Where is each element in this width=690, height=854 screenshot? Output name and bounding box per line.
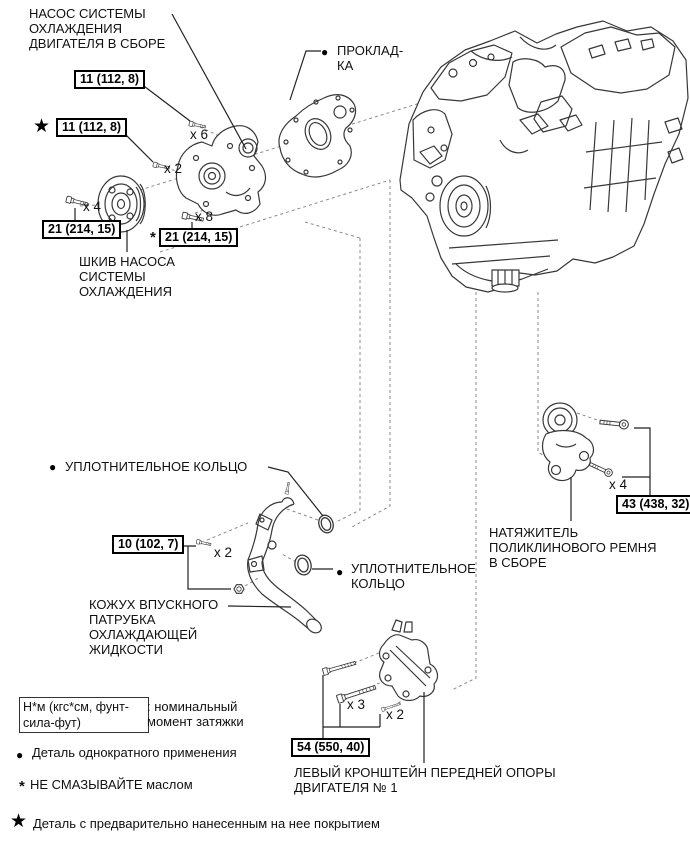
torque-spec-housing-bolt: 10 (102, 7) (112, 535, 185, 554)
qty-housing-bolts: x 2 (214, 545, 233, 560)
legend-torque-desc: : номинальный момент затяжки (147, 699, 244, 729)
asterisk-icon: * (150, 229, 156, 246)
qty-pump-long-bolts: x 8 (195, 209, 214, 224)
pump-assembly-label: НАСОС СИСТЕМЫ ОХЛАЖДЕНИЯ ДВИГАТЕЛЯ В СБО… (29, 6, 166, 51)
qty-tensioner-bolts: x 4 (609, 477, 628, 492)
star-icon: ★ (33, 116, 51, 137)
torque-spec-pump-stud-bolt: 11 (112, 8) (56, 118, 128, 137)
mount-bracket-drawing (378, 619, 439, 702)
torque-spec-pulley-bolt: 21 (214, 15) (42, 220, 122, 239)
belt-tensioner-drawing (541, 402, 595, 482)
bolt-icon (587, 460, 615, 479)
asterisk-icon: * (19, 778, 25, 795)
bolt-icon (195, 539, 212, 547)
oring-lower-drawing (294, 554, 312, 576)
tensioner-label: НАТЯЖИТЕЛЬ ПОЛИКЛИНОВОГО РЕМНЯ В СБОРЕ (489, 525, 657, 570)
nut-icon (233, 584, 245, 594)
legend-single-use: Деталь однократного применения (32, 745, 237, 760)
star-icon: ★ (10, 811, 28, 832)
engine-drawing (399, 20, 689, 293)
legend-torque-box: Н*м (кгс*см, фунт-сила-фут) (19, 697, 149, 733)
legend-precoated: Деталь с предварительно нанесенным на не… (33, 816, 380, 831)
gasket-drawing (278, 94, 357, 178)
bullet-icon: ● (16, 748, 24, 762)
inlet-housing-drawing (247, 481, 322, 634)
pump-pulley-label: ШКИВ НАСОСА СИСТЕМЫ ОХЛАЖДЕНИЯ (79, 254, 175, 299)
pump-pulley-drawing (97, 175, 146, 233)
torque-spec-pump-long-bolt: 21 (214, 15) (159, 228, 239, 247)
bullet-icon: ● (336, 565, 344, 579)
bullet-icon: ● (321, 45, 329, 59)
qty-bracket-bolts-a: x 3 (347, 697, 366, 712)
qty-pump-stud-bolts: x 2 (164, 161, 183, 176)
oring-lower-label: УПЛОТНИТЕЛЬНОЕ КОЛЬЦО (351, 561, 476, 591)
qty-pump-short-bolts: x 6 (190, 127, 209, 142)
gasket-label: ПРОКЛАД- КА (337, 43, 404, 73)
inlet-housing-label: КОЖУХ ВПУСКНОГО ПАТРУБКА ОХЛАЖДАЮЩЕЙ ЖИД… (89, 597, 219, 657)
torque-spec-bracket-bolt: 54 (550, 40) (291, 738, 371, 757)
torque-spec-pump-short-bolt: 11 (112, 8) (74, 70, 146, 89)
qty-pulley-bolts: x 4 (83, 199, 102, 214)
bolt-icon (598, 416, 630, 431)
qty-bracket-bolts-b: x 2 (386, 707, 405, 722)
water-pump-drawing (175, 125, 267, 216)
leader-lines (74, 13, 651, 763)
mount-bracket-label: ЛЕВЫЙ КРОНШТЕЙН ПЕРЕДНЕЙ ОПОРЫ ДВИГАТЕЛЯ… (294, 765, 556, 795)
bolt-icon (321, 659, 357, 676)
oring-upper-label: УПЛОТНИТЕЛЬНОЕ КОЛЬЦО (65, 459, 248, 474)
torque-spec-tensioner-bolt: 43 (438, 32) (616, 495, 690, 514)
oring-upper-drawing (318, 514, 334, 534)
bullet-icon: ● (49, 460, 57, 474)
legend-no-oil: НЕ СМАЗЫВАЙТЕ маслом (30, 777, 193, 792)
